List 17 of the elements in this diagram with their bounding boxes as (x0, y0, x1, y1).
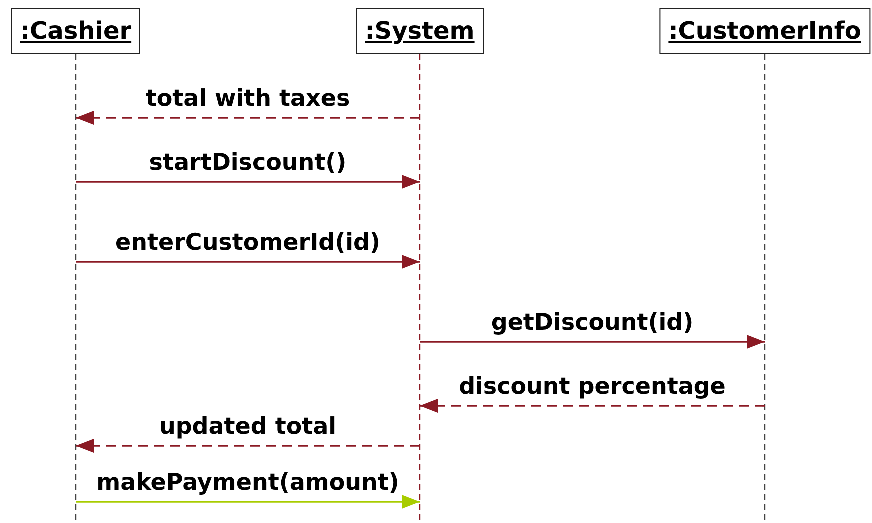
message-label: startDiscount() (149, 149, 347, 177)
message-arrow (76, 175, 420, 189)
message-arrow (76, 111, 420, 125)
message-label: total with taxes (146, 85, 350, 113)
message-label: getDiscount(id) (491, 309, 694, 337)
participant-box: :System (356, 8, 484, 54)
participant-box: :CustomerInfo (660, 8, 870, 54)
message-arrow (76, 255, 420, 269)
message-arrow (76, 495, 420, 509)
message-arrow (76, 439, 420, 453)
message-label: discount percentage (459, 373, 726, 401)
participant-box: :Cashier (11, 8, 141, 54)
message-label: enterCustomerId(id) (116, 229, 380, 257)
message-arrow (420, 335, 765, 349)
message-label: makePayment(amount) (96, 469, 400, 497)
message-label: updated total (159, 413, 337, 441)
message-arrow (420, 399, 765, 413)
